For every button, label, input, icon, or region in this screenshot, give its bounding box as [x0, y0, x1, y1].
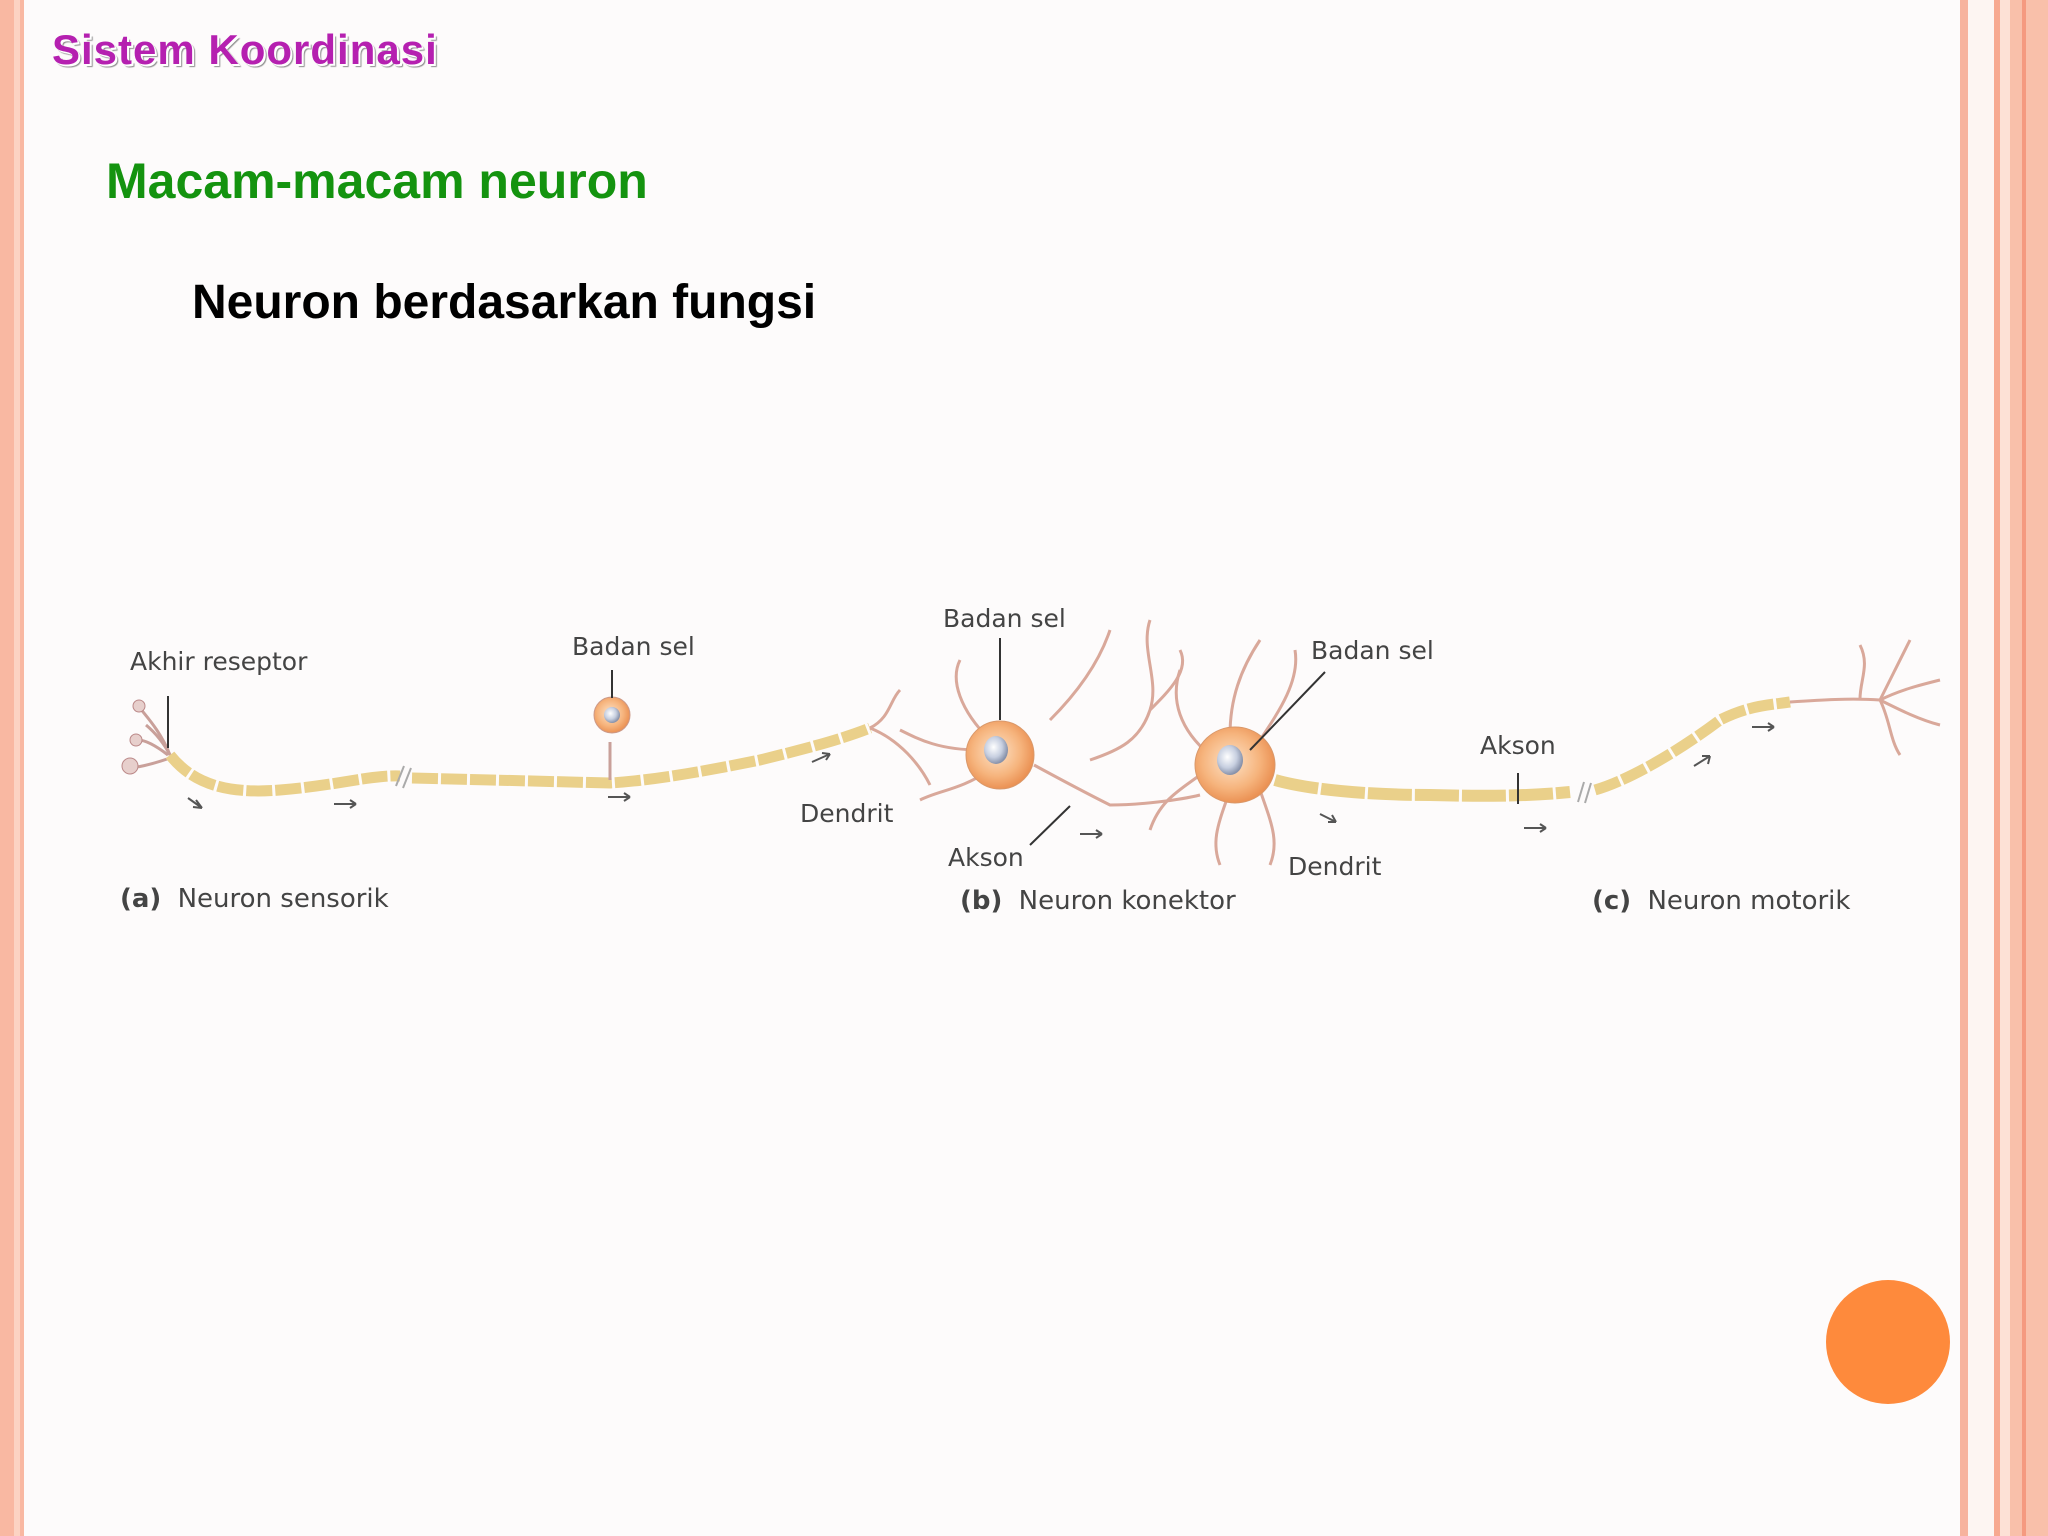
sensory-neuron — [121, 688, 932, 809]
label-badan-sel-b: Badan sel — [943, 604, 1066, 633]
slide-heading: Macam-macam neuron — [106, 153, 648, 209]
label-dendrit-b: Dendrit — [800, 799, 894, 828]
motor-neuron — [1273, 639, 1941, 833]
connector-neuron — [899, 619, 1298, 866]
leader-lines — [167, 638, 1519, 846]
label-dendrit-c: Dendrit — [1288, 852, 1382, 881]
slide-subheading: Neuron berdasarkan fungsi — [192, 276, 817, 329]
slide-accent-dot — [1826, 1280, 1950, 1404]
label-akson-c: Akson — [1480, 731, 1556, 760]
caption-c: (c) Neuron motorik — [1592, 886, 1850, 916]
label-badan-sel-c: Badan sel — [1311, 636, 1434, 665]
caption-a: (a) Neuron sensorik — [120, 884, 389, 914]
label-akson-b: Akson — [948, 843, 1024, 872]
label-badan-sel-a: Badan sel — [572, 632, 695, 661]
label-akhir-reseptor: Akhir reseptor — [130, 647, 308, 676]
caption-b: (b) Neuron konektor — [960, 886, 1236, 916]
left-border-decoration — [0, 0, 24, 1536]
neuron-diagram: Akhir reseptor Badan sel Badan sel Badan… — [120, 604, 1941, 916]
right-border-decoration — [1960, 0, 2048, 1536]
section-title: Sistem Koordinasi — [52, 26, 438, 73]
